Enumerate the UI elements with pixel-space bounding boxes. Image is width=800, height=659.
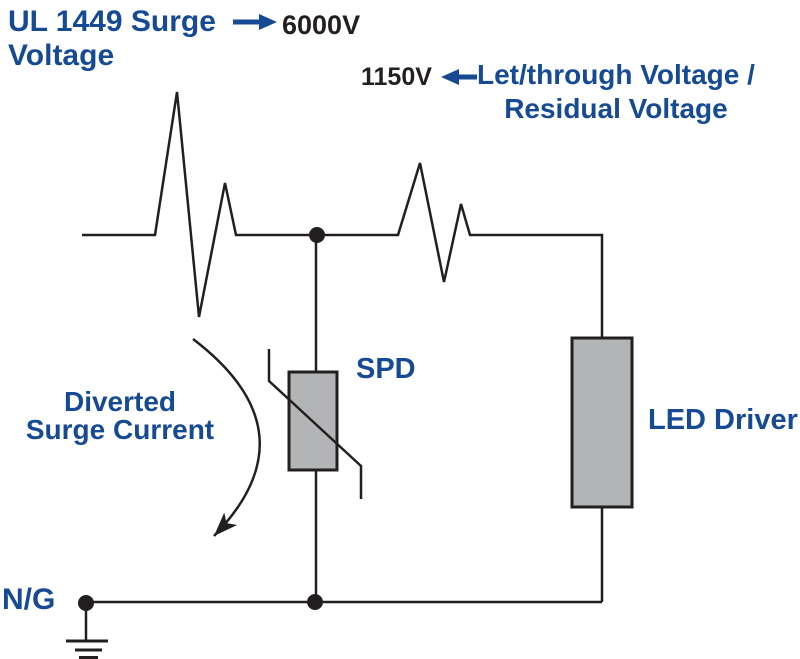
surge-voltage-title-line1: UL 1449 Surge <box>8 5 216 38</box>
surge-voltage-value: 6000V <box>282 10 361 40</box>
earth-ground-icon <box>66 603 108 659</box>
diverted-surge-label-line2: Surge Current <box>25 414 215 445</box>
varistor-diagonal-icon <box>267 349 363 499</box>
right-arrow-icon <box>233 14 277 30</box>
surge-waveform-wire <box>82 91 604 338</box>
junction-dot-bottom <box>307 594 323 610</box>
surge-voltage-title: UL 1449 Surge Voltage <box>8 5 216 73</box>
left-arrow-icon <box>441 69 477 85</box>
diverted-surge-label-line1: Diverted <box>63 386 177 417</box>
let-through-label: Let/through Voltage / Residual Voltage <box>477 58 755 126</box>
junction-dot-top <box>309 227 325 243</box>
surge-voltage-title-line2: Voltage <box>8 39 115 72</box>
let-through-label-line1: Let/through Voltage / <box>477 59 755 90</box>
neutral-ground-label: N/G <box>2 583 56 616</box>
diverted-surge-label: Diverted Surge Current <box>26 388 214 444</box>
let-through-value: 1150V <box>361 63 432 91</box>
led-driver-label: LED Driver <box>648 404 798 436</box>
spd-label: SPD <box>356 353 416 385</box>
let-through-label-line2: Residual Voltage <box>504 93 728 124</box>
curved-down-arrow-icon <box>192 338 261 537</box>
led-driver-box <box>570 336 634 509</box>
